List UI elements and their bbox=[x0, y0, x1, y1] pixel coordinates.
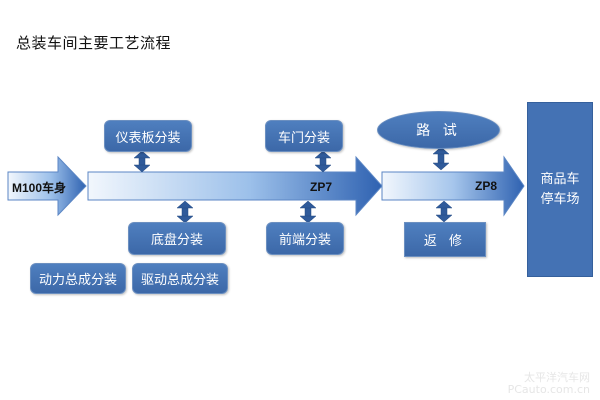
road-test-ellipse: 路 试 bbox=[377, 111, 500, 149]
instrument-panel-connector-icon bbox=[133, 150, 151, 173]
chassis-box: 底盘分装 bbox=[128, 222, 226, 255]
parking-lot-box: 商品车停车场 bbox=[527, 102, 593, 277]
chassis-connector-icon bbox=[176, 200, 194, 224]
watermark: 太平洋汽车网 PCauto.com.cn bbox=[508, 372, 590, 396]
start-arrow-label: M100车身 bbox=[12, 181, 67, 195]
start-arrow-shape bbox=[7, 155, 87, 217]
front-end-box: 前端分装 bbox=[266, 222, 344, 255]
powertrain-box: 动力总成分装 bbox=[30, 263, 126, 294]
repair-box: 返 修 bbox=[404, 222, 486, 257]
zp7-arrow-shape bbox=[87, 155, 383, 217]
door-connector-icon bbox=[314, 150, 332, 173]
instrument-panel-box: 仪表板分装 bbox=[104, 120, 192, 152]
repair-connector-icon bbox=[435, 200, 453, 223]
watermark-line-1: 太平洋汽车网 bbox=[524, 371, 590, 384]
drivetrain-box: 驱动总成分装 bbox=[132, 263, 228, 294]
front-end-connector-icon bbox=[299, 200, 317, 224]
zp8-label: ZP8 bbox=[475, 179, 498, 193]
road-test-connector-icon bbox=[432, 146, 450, 171]
page-title: 总装车间主要工艺流程 bbox=[16, 34, 172, 52]
zp8-arrow-shape bbox=[381, 155, 525, 217]
zp7-label: ZP7 bbox=[310, 180, 333, 194]
watermark-line-2: PCauto.com.cn bbox=[507, 383, 590, 396]
door-box: 车门分装 bbox=[265, 120, 343, 152]
